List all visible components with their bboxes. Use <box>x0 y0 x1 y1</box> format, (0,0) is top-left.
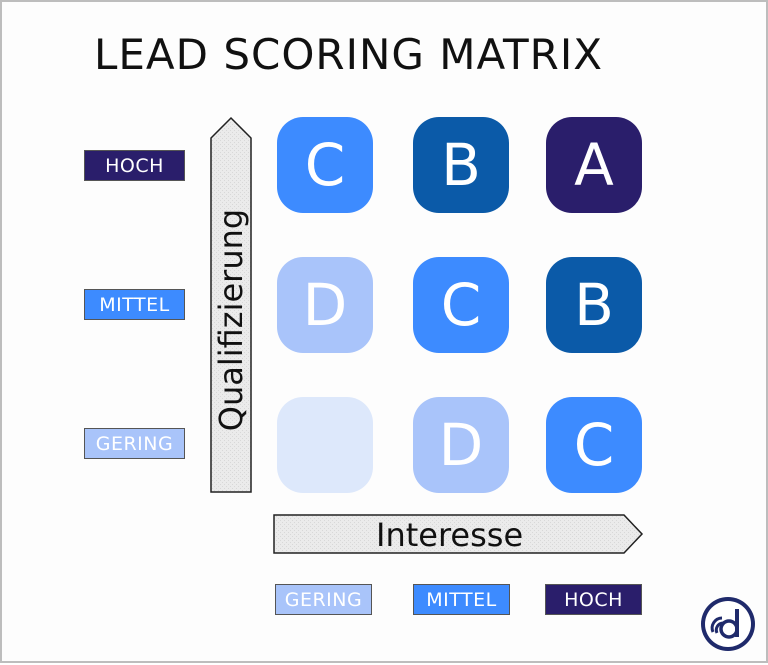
matrix-cell-r3c2: D <box>413 397 509 493</box>
matrix-cell-r2c1: D <box>277 257 373 353</box>
y-level-mittel: MITTEL <box>84 289 185 320</box>
x-axis-label: Interesse <box>376 516 524 554</box>
matrix-cell-r2c3: B <box>546 257 642 353</box>
matrix-cell-r2c2: C <box>413 257 509 353</box>
matrix-cell-r1c1: C <box>277 117 373 213</box>
d-logo-icon <box>701 597 755 651</box>
matrix-cell-r1c2: B <box>413 117 509 213</box>
x-axis-arrow <box>273 514 644 554</box>
y-axis-arrow <box>210 116 252 493</box>
matrix-cell-r1c3: A <box>546 117 642 213</box>
matrix-cell-r3c3: C <box>546 397 642 493</box>
x-level-mittel: MITTEL <box>413 584 510 615</box>
page-title: LEAD SCORING MATRIX <box>94 30 603 79</box>
y-level-hoch: HOCH <box>84 150 185 181</box>
matrix-cell-r3c1 <box>277 397 373 493</box>
y-level-gering: GERING <box>84 428 185 459</box>
x-level-hoch: HOCH <box>545 584 642 615</box>
x-level-gering: GERING <box>275 584 372 615</box>
y-axis-label: Qualifizierung <box>212 208 250 432</box>
